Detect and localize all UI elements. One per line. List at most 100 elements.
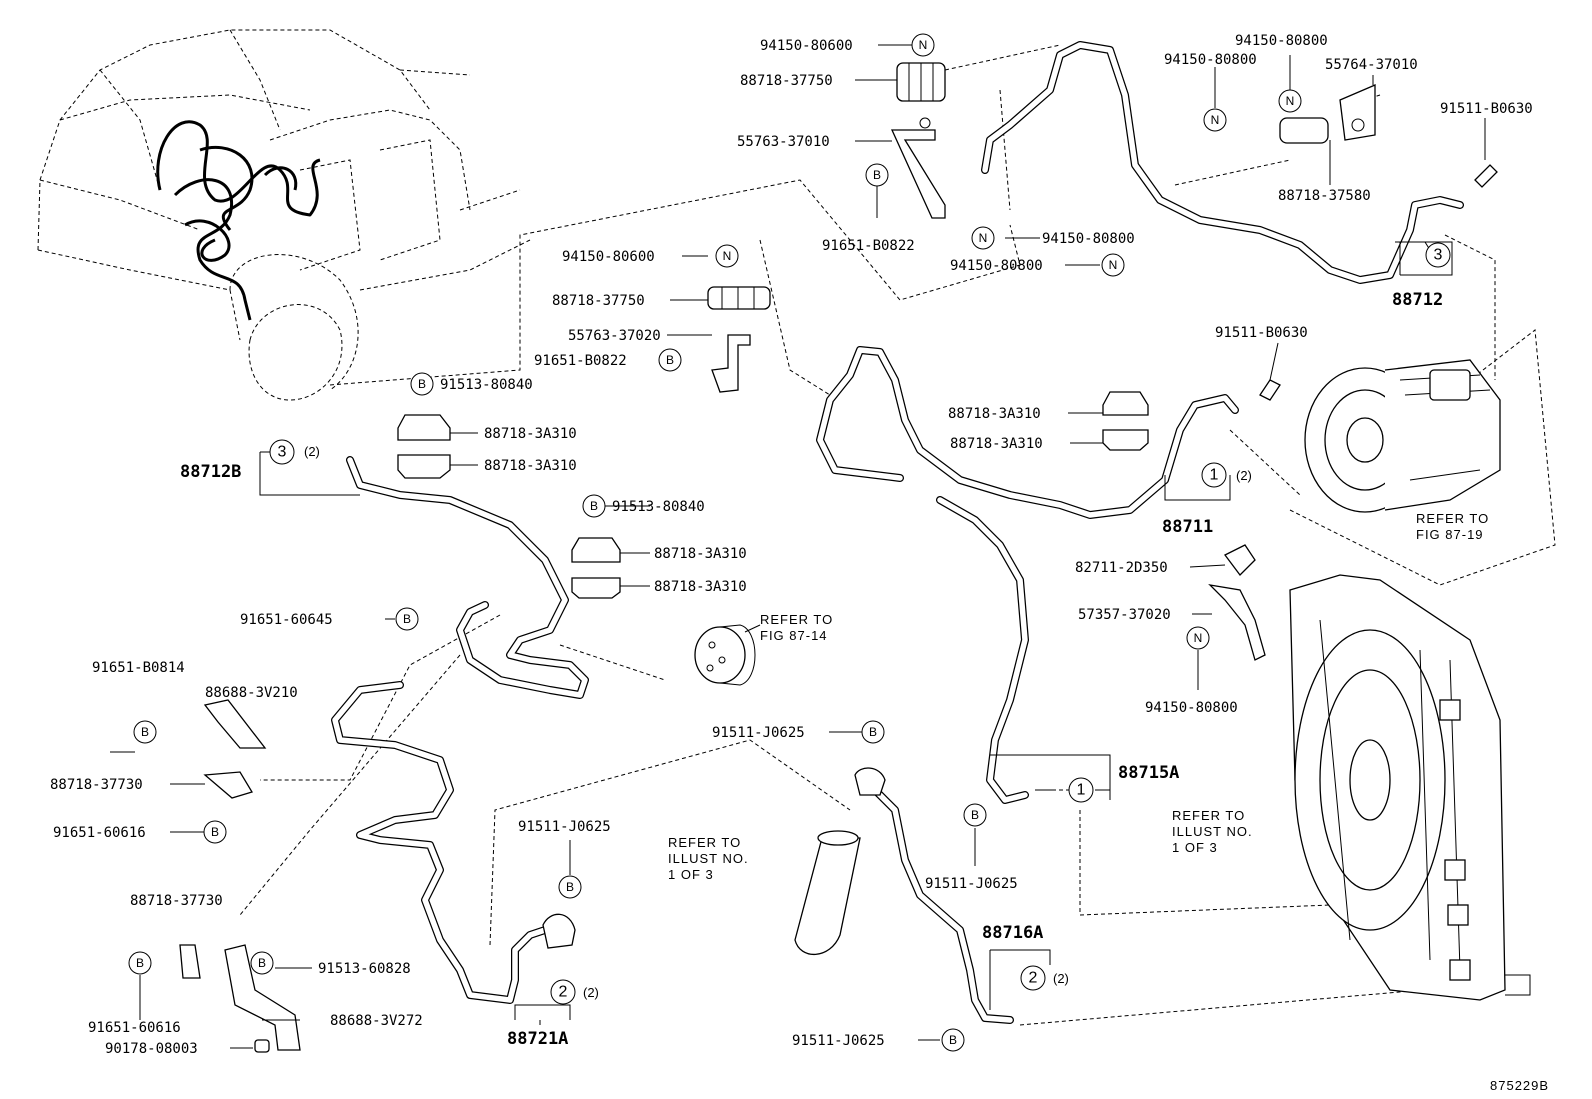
label-88718-3a310: 88718-3A310: [484, 458, 577, 474]
label-91511-j0625: 91511-J0625: [518, 819, 611, 835]
label-94150-80800: 94150-80800: [1042, 231, 1135, 247]
n-symbol: N: [715, 244, 739, 268]
svg-text:3: 3: [278, 444, 287, 461]
label-94150-80600: 94150-80600: [760, 38, 853, 54]
label-94150-80800: 94150-80800: [950, 258, 1043, 274]
bracket-57357-37020: [1208, 544, 1266, 661]
b-symbol: B: [128, 951, 152, 975]
label-91511-b0630: 91511-B0630: [1440, 101, 1533, 117]
pipe-88711: [816, 346, 1239, 519]
b-symbol: B: [558, 875, 582, 899]
part-labels: 94150-80600 88718-37750 55763-37010 9165…: [50, 33, 1533, 1057]
callout-1: 1: [1201, 462, 1227, 488]
svg-text:B: B: [136, 956, 144, 970]
callout-3: 3: [269, 439, 295, 465]
b-symbol: B: [395, 607, 419, 631]
n-symbol: N: [1186, 626, 1210, 650]
label-91651-60616: 91651-60616: [53, 825, 146, 841]
label-91513-60828: 91513-60828: [318, 961, 411, 977]
n-symbol: N: [911, 33, 935, 57]
svg-text:2: 2: [559, 984, 568, 1001]
svg-text:FIG 87-19: FIG 87-19: [1416, 527, 1484, 542]
label-88688-3v272: 88688-3V272: [330, 1013, 423, 1029]
callout-list: 3 3 1 1 2 2: [269, 242, 1451, 1005]
bracket-88688-3v272: [179, 944, 301, 1053]
label-88718-3a310: 88718-3A310: [654, 579, 747, 595]
svg-text:3: 3: [1434, 247, 1443, 264]
label-91651-b0822: 91651-B0822: [534, 353, 627, 369]
quantity-list: (2) (2) (2) (2): [304, 444, 1252, 1000]
svg-text:N: N: [979, 231, 988, 245]
pipe-88716a: [866, 781, 1014, 1024]
svg-text:B: B: [873, 168, 881, 182]
svg-text:B: B: [418, 377, 426, 391]
qty-text: (2): [583, 985, 599, 1000]
svg-text:REFER TO: REFER TO: [1416, 511, 1489, 526]
label-91651-b0822: 91651-B0822: [822, 238, 915, 254]
label-57357-37020: 57357-37020: [1078, 607, 1171, 623]
label-88718-37730: 88718-37730: [130, 893, 223, 909]
pipe-88715a: [936, 496, 1029, 804]
callout-1: 1: [1068, 777, 1094, 803]
b-symbol: B: [865, 163, 889, 187]
b-symbol: B: [861, 720, 885, 744]
n-symbol: N: [1278, 89, 1302, 113]
label-88716a: 88716A: [982, 923, 1043, 943]
refer-fig-87-14: REFER TO FIG 87-14: [760, 612, 833, 643]
refer-notes: REFER TO FIG 87-14 REFER TO FIG 87-19 RE…: [668, 511, 1489, 882]
qty-text: (2): [1053, 971, 1069, 986]
label-88711: 88711: [1162, 517, 1213, 537]
pipe-88712: [981, 41, 1464, 284]
bracket-88688-3v210: [203, 699, 267, 799]
b-symbol: B: [582, 494, 606, 518]
label-55764-37010: 55764-37010: [1325, 57, 1418, 73]
callout-3: 3: [1425, 242, 1451, 268]
receiver-dryer: [794, 767, 886, 956]
vehicle-harness: [156, 120, 321, 321]
label-90178-08003: 90178-08003: [105, 1041, 198, 1057]
qty-text: (2): [304, 444, 320, 459]
refer-illust-1of3-left: REFER TO ILLUST NO. 1 OF 3: [668, 835, 748, 882]
svg-text:N: N: [1109, 258, 1118, 272]
n-symbol: N: [1203, 108, 1227, 132]
label-55763-37010: 55763-37010: [737, 134, 830, 150]
svg-text:REFER TO: REFER TO: [668, 835, 741, 850]
label-88718-3a310: 88718-3A310: [948, 406, 1041, 422]
label-88715a: 88715A: [1118, 763, 1179, 783]
vehicle-outline: [37, 29, 531, 401]
label-91511-j0625: 91511-J0625: [712, 725, 805, 741]
label-88712b: 88712B: [180, 462, 241, 482]
svg-text:B: B: [869, 725, 877, 739]
bolt-91511-b0630-top: [1474, 164, 1498, 188]
callout-2: 2: [1020, 965, 1046, 991]
b-symbol: B: [133, 720, 157, 744]
svg-text:REFER TO: REFER TO: [760, 612, 833, 627]
symbol-b-list: B B B B B B B B B B B B B: [128, 163, 987, 1052]
label-88718-37580: 88718-37580: [1278, 188, 1371, 204]
svg-text:ILLUST NO.: ILLUST NO.: [1172, 824, 1253, 839]
svg-text:B: B: [403, 612, 411, 626]
label-88718-37750: 88718-37750: [740, 73, 833, 89]
svg-text:2: 2: [1029, 970, 1038, 987]
label-82711-2d350: 82711-2D350: [1075, 560, 1168, 576]
b-symbol: B: [658, 348, 682, 372]
clamp-88718-37750-mid: [707, 286, 771, 310]
clamp-88718-3a310-a: [397, 391, 1149, 599]
b-symbol: B: [410, 372, 434, 396]
bracket-55763-37010: [890, 117, 946, 219]
svg-text:B: B: [590, 499, 598, 513]
label-94150-80800: 94150-80800: [1145, 700, 1238, 716]
symbol-n-list: N N N N N N N: [715, 33, 1302, 650]
label-88718-3a310: 88718-3A310: [654, 546, 747, 562]
label-91651-60645: 91651-60645: [240, 612, 333, 628]
label-88688-3v210: 88688-3V210: [205, 685, 298, 701]
svg-text:B: B: [971, 808, 979, 822]
label-88718-37750: 88718-37750: [552, 293, 645, 309]
svg-text:B: B: [949, 1033, 957, 1047]
n-symbol: N: [971, 226, 995, 250]
label-91511-j0625: 91511-J0625: [792, 1033, 885, 1049]
refer-illust-1of3-right: REFER TO ILLUST NO. 1 OF 3: [1172, 808, 1253, 855]
label-55763-37020: 55763-37020: [568, 328, 661, 344]
svg-text:N: N: [1211, 113, 1220, 127]
